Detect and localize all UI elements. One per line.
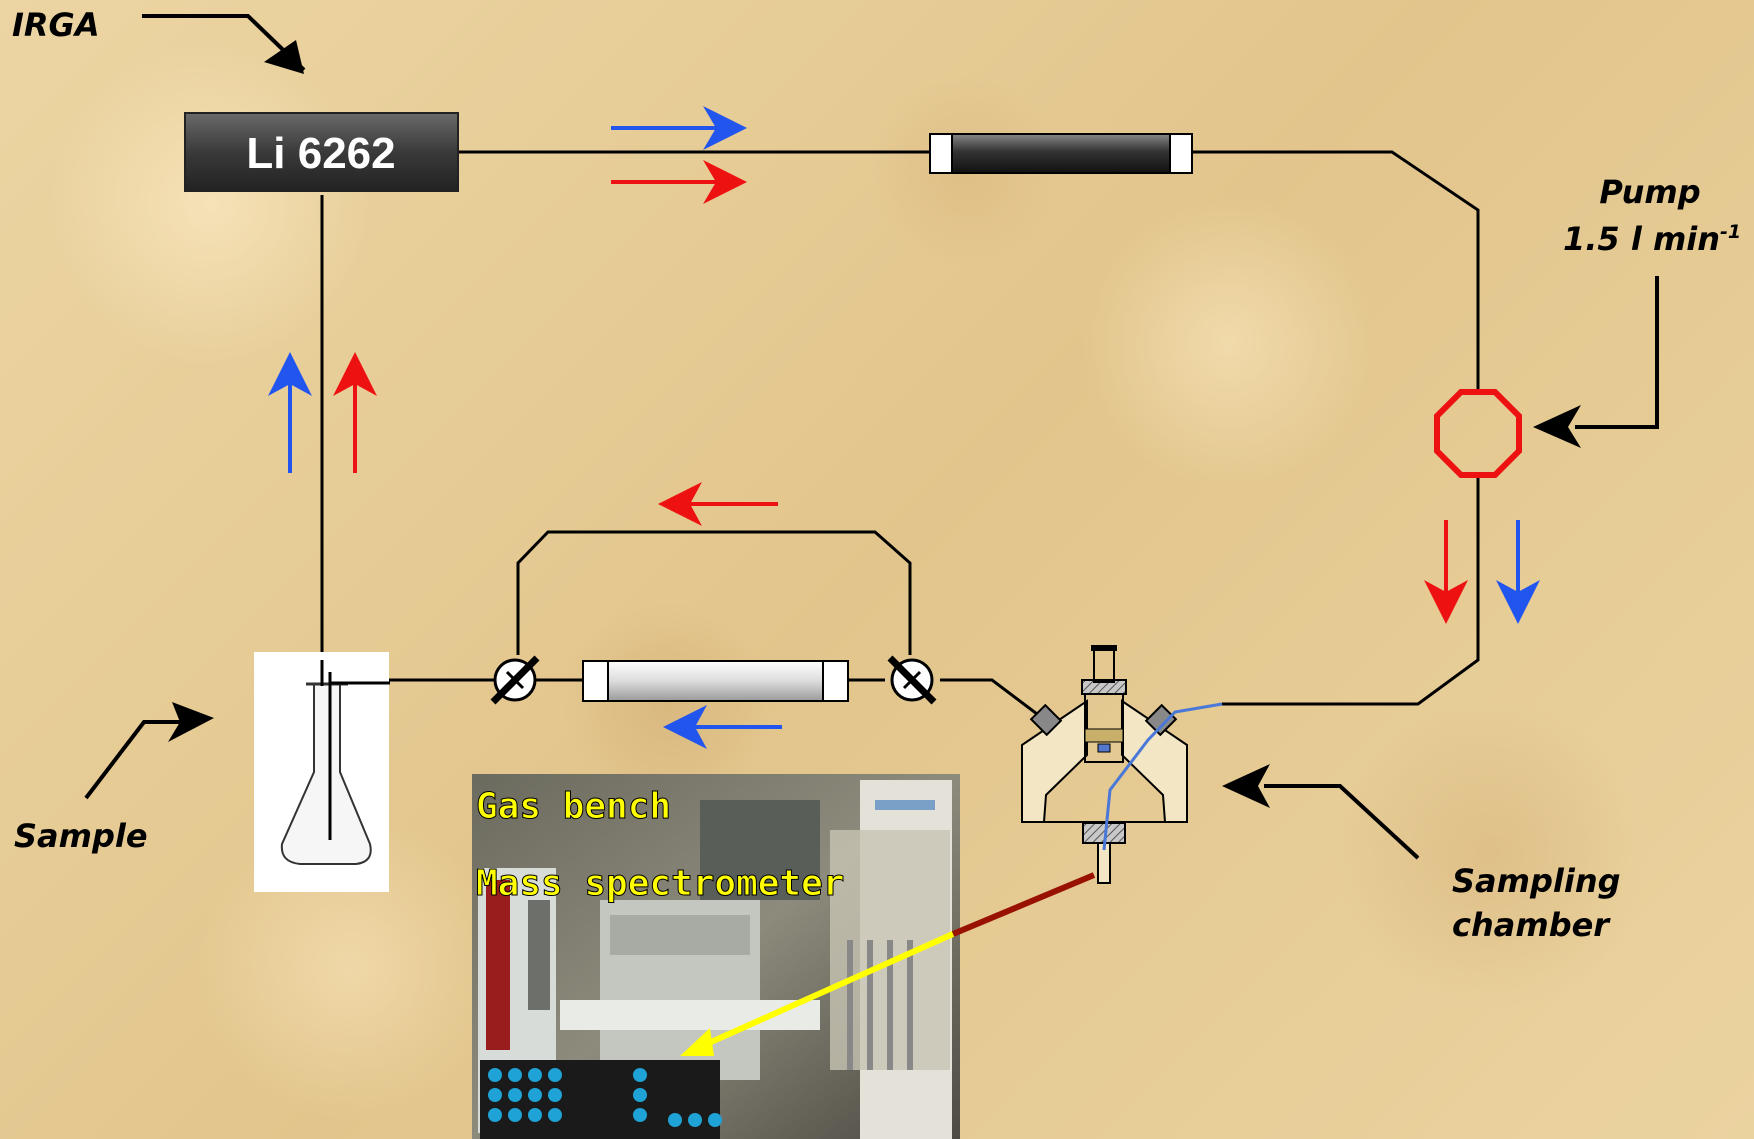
pump-label-group: Pump 1.5 l min-1 bbox=[1533, 173, 1741, 448]
sampling-chamber bbox=[1022, 645, 1222, 883]
flow-arrow-bypass-red bbox=[658, 482, 778, 526]
photo-label-gas-bench: Gas bench bbox=[476, 786, 671, 827]
flow-arrow-trap-blue bbox=[663, 705, 782, 749]
tubing bbox=[322, 152, 1478, 720]
sample-label: Sample bbox=[14, 817, 148, 855]
irga-label-group: IRGA bbox=[12, 6, 304, 74]
pump-label: Pump bbox=[1599, 173, 1700, 211]
sampling-pointer-line bbox=[1264, 786, 1418, 858]
pump-pointer-arrowhead bbox=[1533, 405, 1581, 448]
pump-pointer-line bbox=[1575, 276, 1657, 427]
irga-label: IRGA bbox=[12, 6, 100, 44]
pump-octagon bbox=[1437, 392, 1519, 475]
flow-arrow-top-blue bbox=[611, 106, 747, 150]
photo-label-mass-spectrometer: Mass spectrometer bbox=[476, 863, 844, 904]
sampling-label-line2: chamber bbox=[1452, 906, 1611, 944]
sample-pointer-line bbox=[86, 722, 186, 798]
valve-left bbox=[493, 658, 537, 702]
pump-rate-exponent: -1 bbox=[1720, 221, 1741, 243]
irga-analyzer: Li 6262 bbox=[185, 113, 458, 191]
pump-rate-label: 1.5 l min-1 bbox=[1563, 220, 1741, 258]
sample-flask bbox=[254, 652, 390, 892]
instrument-photo: Gas bench Mass spectrometer bbox=[472, 774, 960, 1139]
tube-valve-to-chamber bbox=[940, 680, 1045, 720]
pump-rate-value: 1.5 l min bbox=[1563, 220, 1720, 258]
drying-tube-top bbox=[930, 134, 1192, 173]
sampling-label-group: Sampling chamber bbox=[1222, 764, 1621, 944]
pump bbox=[1437, 392, 1519, 475]
flow-arrow-right-blue bbox=[1496, 520, 1540, 624]
sample-label-group: Sample bbox=[14, 702, 214, 855]
cryo-trap-bottom bbox=[583, 661, 848, 701]
analyzer-label: Li 6262 bbox=[246, 129, 395, 178]
valve-right bbox=[890, 658, 934, 702]
sampling-label-line1: Sampling bbox=[1452, 862, 1621, 900]
flow-arrow-left-blue bbox=[268, 352, 312, 473]
irga-pointer-arrowhead bbox=[264, 40, 304, 74]
flow-arrow-right-red bbox=[1424, 520, 1468, 624]
tube-bypass-loop bbox=[518, 532, 910, 655]
flow-arrow-top-red bbox=[611, 160, 747, 204]
tube-drierite-to-pump bbox=[1192, 152, 1478, 392]
flow-arrow-left-red bbox=[333, 352, 377, 473]
sampling-pointer-arrowhead bbox=[1222, 764, 1270, 808]
